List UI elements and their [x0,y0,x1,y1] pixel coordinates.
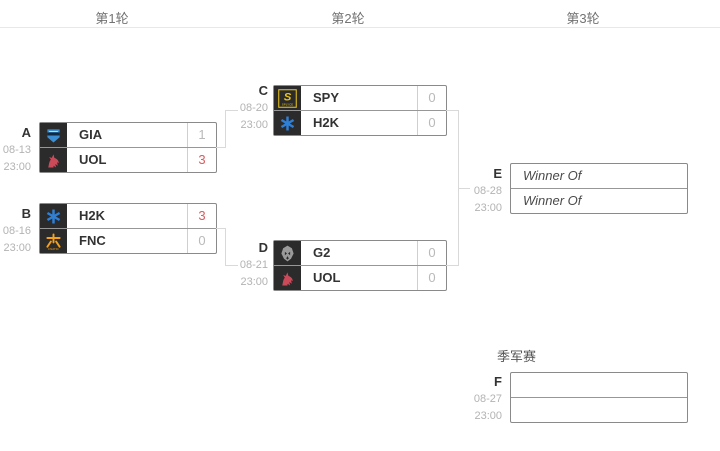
team-name [511,398,687,422]
team-score: 0 [417,86,446,110]
team-name: H2K [313,115,340,130]
match-a-letter: A [21,125,31,140]
team-name: UOL [79,152,107,167]
team-score: 0 [417,111,446,135]
match-c-label: C 08-20 23:00 [236,83,268,134]
match-e-letter: E [493,166,502,181]
h2k-icon [40,204,67,228]
match-e-box: Winner Of Winner Of [510,163,688,214]
unicorns-of-love-icon [274,266,301,290]
match-f-box [510,372,688,423]
match-b-date: 08-16 [2,225,31,237]
match-b-letter: B [21,206,31,221]
match-a-date: 08-13 [2,144,31,156]
connector-line [225,110,226,148]
match-f-time: 23:00 [474,410,502,422]
connector-line [225,110,238,111]
match-d-box: G2 0 UOL 0 [273,240,447,291]
svg-text:S: S [284,91,292,103]
team-name: FNC [79,233,106,248]
match-b-time: 23:00 [3,242,31,254]
team-name: SPY [313,90,340,105]
team-score: 3 [187,204,216,228]
team-row-winner-of[interactable]: Winner Of [511,188,687,213]
connector-line [458,188,470,189]
g2-icon [274,241,301,265]
match-d-time: 23:00 [240,276,268,288]
team-row-fnc[interactable]: FNATIC FNC 0 [40,228,216,253]
round-2-header: 第2轮 [331,11,365,26]
connector-line [446,265,458,266]
match-e-label: E 08-28 23:00 [468,166,502,217]
team-name [511,373,687,397]
match-a-time: 23:00 [3,161,31,173]
team-name: Winner Of [523,168,582,183]
team-score: 0 [187,229,216,253]
match-f-date: 08-27 [473,393,502,405]
round-3-header: 第3轮 [566,11,600,26]
team-score: 0 [417,241,446,265]
team-name: Winner Of [523,193,582,208]
team-row-tbd[interactable] [511,373,687,397]
connector-line [225,265,238,266]
match-b-label: B 08-16 23:00 [0,206,31,257]
fnatic-icon: FNATIC [40,229,67,253]
round-1-header: 第1轮 [95,11,129,26]
svg-text:SPLYCE: SPLYCE [282,102,294,106]
team-name: G2 [313,245,331,260]
connector-line [216,147,225,148]
team-name: UOL [313,270,341,285]
team-row-uol[interactable]: UOL 0 [274,265,446,290]
match-b-box: H2K 3 FNATIC FNC 0 [39,203,217,254]
match-c-date: 08-20 [239,102,268,114]
team-row-h2k[interactable]: H2K 3 [40,204,216,228]
team-row-h2k[interactable]: H2K 0 [274,110,446,135]
third-place-title: 季军赛 [497,349,537,364]
team-name: H2K [79,208,106,223]
team-row-gia[interactable]: GIA 1 [40,123,216,147]
match-d-letter: D [258,240,268,255]
match-c-time: 23:00 [240,119,268,131]
match-f-label: F 08-27 23:00 [468,374,502,425]
team-row-winner-of[interactable]: Winner Of [511,164,687,188]
match-d-date: 08-21 [239,259,268,271]
connector-line [216,228,225,229]
h2k-icon [274,111,301,135]
match-c-letter: C [258,83,268,98]
connector-line [225,228,226,266]
match-e-time: 23:00 [474,202,502,214]
giants-icon [40,123,67,147]
team-row-g2[interactable]: G2 0 [274,241,446,265]
connector-line [446,110,458,111]
match-f-letter: F [494,374,502,389]
team-row-tbd[interactable] [511,397,687,422]
team-row-uol[interactable]: UOL 3 [40,147,216,172]
team-score: 1 [187,123,216,147]
unicorns-of-love-icon [40,148,67,172]
header-divider [0,27,720,28]
match-a-label: A 08-13 23:00 [0,125,31,176]
match-e-date: 08-28 [473,185,502,197]
team-name: GIA [79,127,103,142]
team-score: 3 [187,148,216,172]
svg-text:FNATIC: FNATIC [48,246,59,250]
match-a-box: GIA 1 UOL 3 [39,122,217,173]
match-d-label: D 08-21 23:00 [236,240,268,291]
team-score: 0 [417,266,446,290]
